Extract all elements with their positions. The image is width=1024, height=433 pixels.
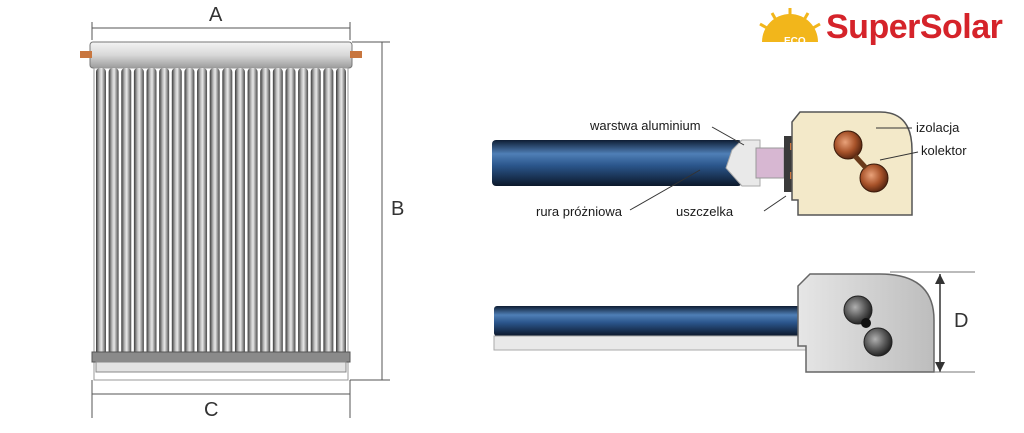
vacuum-tube [323,68,334,356]
pipe-outlet [350,51,362,58]
vacuum-tube [272,68,283,356]
vacuum-tube-side [494,306,810,336]
seal [784,136,792,192]
pipe-inlet [80,51,92,58]
callout-insulation: izolacja [916,120,960,135]
vacuum-tube [96,68,106,356]
collector-pipe-1 [833,130,863,160]
vacuum-tube [234,68,245,356]
manifold-header [89,41,353,69]
vacuum-tube [121,68,132,356]
side-view [493,271,975,373]
vacuum-tube [146,68,157,356]
dim-a-label: A [209,4,223,26]
vacuum-tube [133,68,144,356]
vacuum-tube [285,68,296,356]
vacuum-tube [222,68,233,356]
insulation-housing [791,111,913,216]
cutaway-section [492,111,919,216]
vacuum-tube [184,68,195,356]
vacuum-tube [108,68,119,356]
vacuum-tube [336,68,346,356]
sun-logo-icon [759,8,821,42]
bottom-rail [91,351,351,363]
collector-front-view [80,22,390,418]
dim-d-label: D [954,310,969,332]
aluminium-layer [725,139,761,187]
vacuum-tubes [96,68,346,362]
vacuum-tube-cutaway [492,140,742,186]
vacuum-tube [298,68,309,356]
callout-vacuum-tube: rura próżniowa [536,204,622,219]
dim-c-label: C [204,399,219,421]
brand-name: SuperSolar [826,8,1003,46]
vacuum-tube [247,68,258,356]
callout-collector: kolektor [921,143,967,158]
collector-pipe-2 [859,163,889,193]
vacuum-tube [310,68,321,356]
vacuum-tube [171,68,182,356]
vacuum-tube [260,68,271,356]
brand-badge: ECO [784,36,806,47]
callout-aluminium-layer: warstwa aluminium [590,118,701,133]
vacuum-tube [197,68,208,356]
brand-logo: ECO SuperSolar [756,6,1018,56]
vacuum-tube [159,68,170,356]
callout-seal: uszczelka [676,204,734,219]
vacuum-tube [209,68,220,356]
dim-b-label: B [391,198,405,220]
